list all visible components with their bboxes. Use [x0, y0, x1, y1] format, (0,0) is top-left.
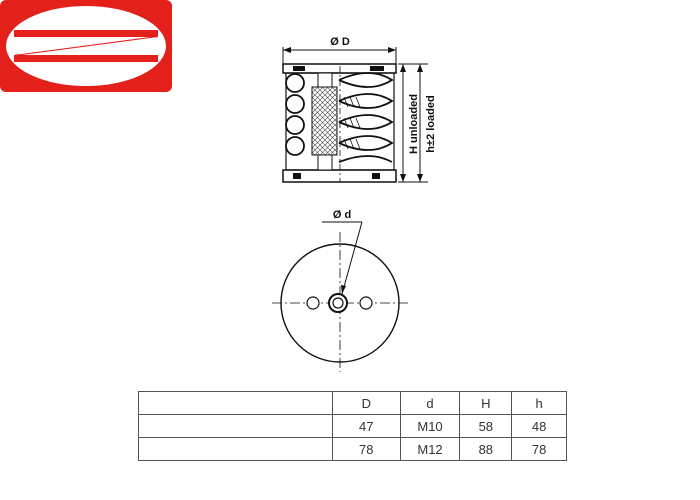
damping-core: [311, 86, 338, 156]
left-coil-sections: [285, 73, 305, 156]
table-row-label: [138, 414, 333, 438]
mounting-hole-right: [359, 296, 373, 310]
table-header-blank: [138, 391, 333, 415]
table-header-row: D d H h: [138, 391, 567, 415]
table-cell: 78: [511, 437, 567, 461]
table-cell: 58: [459, 414, 513, 438]
brand-logo: [0, 0, 172, 92]
thread-diameter-label: Ø d: [333, 209, 351, 221]
logo-z-mark: [14, 30, 158, 62]
loaded-height-label: h±2 loaded: [425, 95, 437, 152]
mounting-hole-left: [306, 296, 320, 310]
table-cell: 47: [331, 414, 401, 438]
outer-diameter-dimension: Ø D: [282, 36, 397, 66]
table-header-cell: D: [331, 391, 401, 415]
table-header-cell: h: [511, 391, 567, 415]
dimension-table: D d H h 47 M10 58 48 78 M12 88 78: [138, 391, 567, 461]
threaded-hole-inner: [332, 297, 344, 309]
table-cell: 78: [331, 437, 401, 461]
outer-diameter-label: Ø D: [330, 36, 350, 48]
unloaded-height-label: H unloaded: [408, 94, 420, 154]
table-row: 78 M12 88 78: [138, 437, 567, 461]
table-cell: 48: [511, 414, 567, 438]
table-header-cell: d: [399, 391, 461, 415]
mount-top-view: Ø d: [272, 209, 408, 372]
technical-drawing: Ø D: [272, 36, 437, 372]
height-dimensions: H unloaded h±2 loaded: [398, 63, 437, 183]
table-cell: M12: [399, 437, 461, 461]
table-cell: M10: [399, 414, 461, 438]
table-cell: 88: [459, 437, 513, 461]
inner-coil-hatching: [343, 96, 361, 150]
table-row-label: [138, 437, 333, 461]
table-header-cell: H: [459, 391, 513, 415]
table-row: 47 M10 58 48: [138, 414, 567, 438]
mount-side-view: [282, 63, 397, 183]
right-spring-coils: [338, 72, 394, 163]
